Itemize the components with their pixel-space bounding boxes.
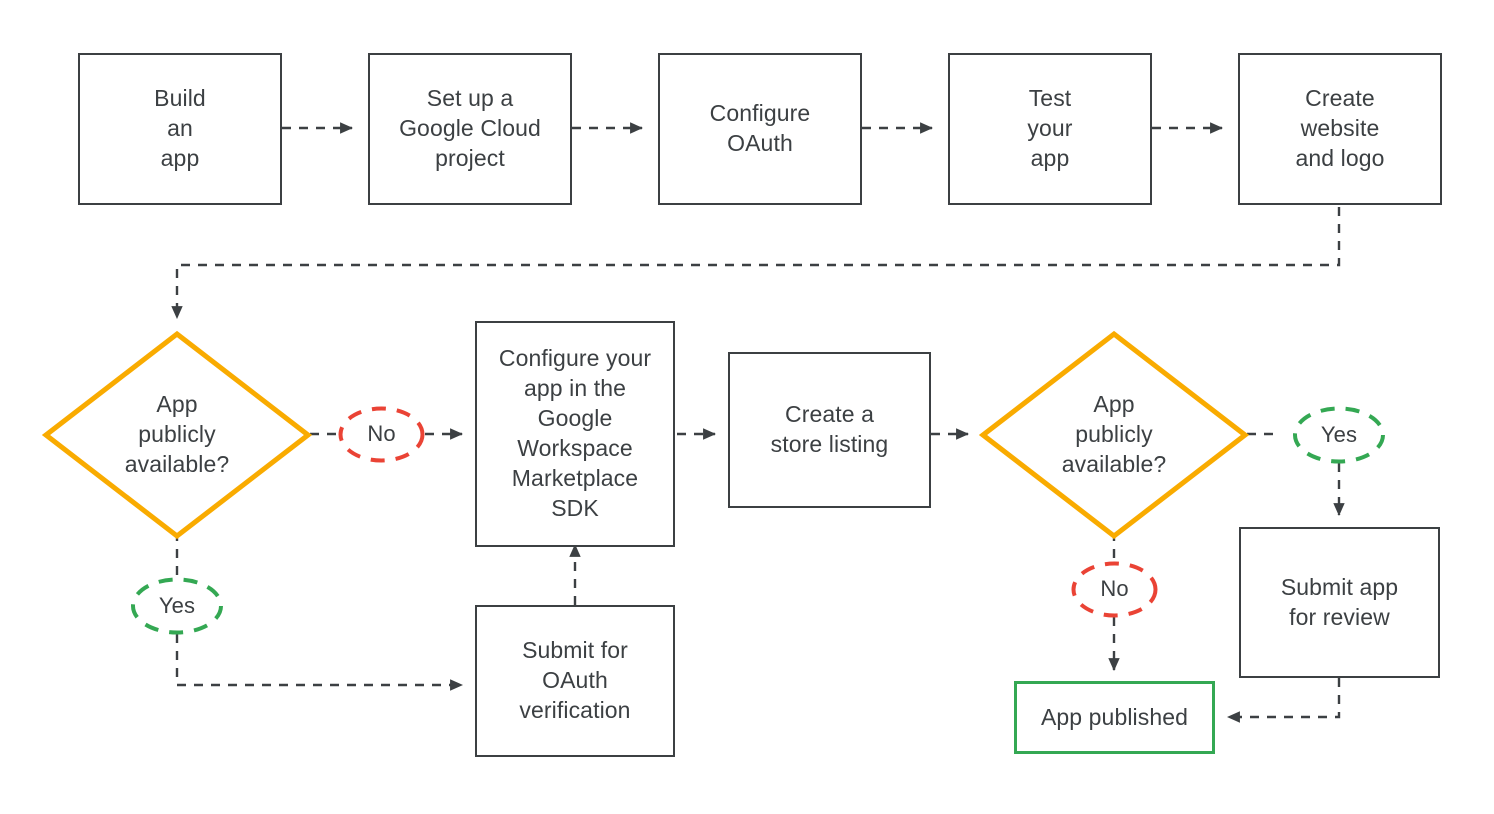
edge-label-no-1: No: [337, 405, 426, 464]
node-label: Create website and logo: [1295, 85, 1385, 171]
node-test-your-app[interactable]: Test your app: [948, 53, 1152, 205]
edge-label-text: Yes: [158, 592, 196, 618]
node-label: Create a store listing: [770, 401, 889, 457]
node-decision-app-publicly-available-1[interactable]: App publicly available?: [42, 330, 312, 540]
node-label: App publicly available?: [124, 391, 230, 477]
node-decision-app-publicly-available-2[interactable]: App publicly available?: [979, 330, 1249, 540]
node-label: Build an app: [154, 85, 206, 171]
edge-label-text: No: [367, 421, 396, 447]
node-label: Test your app: [1027, 85, 1073, 171]
edge-submit-review-to-app-published: [1226, 678, 1341, 723]
node-label: Configure your app in the Google Workspa…: [498, 345, 652, 521]
node-build-an-app[interactable]: Build an app: [78, 53, 282, 205]
node-submit-for-oauth-verification[interactable]: Submit for OAuth verification: [475, 605, 675, 757]
node-label: Submit app for review: [1280, 573, 1399, 630]
node-submit-app-for-review[interactable]: Submit app for review: [1239, 527, 1440, 678]
edge-label-text: Yes: [1320, 421, 1358, 447]
edge-yes-to-submit-oauth: [175, 634, 464, 691]
node-label: Submit for OAuth verification: [519, 637, 631, 723]
node-label: Configure OAuth: [709, 100, 811, 156]
edge-label-shape-yes-2: [1293, 406, 1385, 464]
node-label: Set up a Google Cloud project: [399, 85, 541, 171]
edge-label-no-2: No: [1070, 560, 1159, 619]
node-configure-app-marketplace-sdk[interactable]: Configure your app in the Google Workspa…: [475, 321, 675, 547]
edge-label-shape-yes-1: [131, 577, 223, 635]
node-configure-oauth[interactable]: Configure OAuth: [658, 53, 862, 205]
node-label: App published: [1040, 703, 1189, 730]
edge-label-yes-1: Yes: [130, 576, 224, 636]
node-create-a-store-listing[interactable]: Create a store listing: [728, 352, 931, 508]
edge-label-shape-no-2: [1071, 561, 1158, 618]
node-set-up-google-cloud-project[interactable]: Set up a Google Cloud project: [368, 53, 572, 205]
edge-label-text: No: [1100, 576, 1129, 602]
node-create-website-and-logo[interactable]: Create website and logo: [1238, 53, 1442, 205]
edge-website-to-decision1: [171, 207, 1341, 320]
edge-label-shape-no-1: [338, 406, 425, 463]
edge-label-yes-2: Yes: [1292, 405, 1386, 465]
node-label: App publicly available?: [1061, 391, 1167, 477]
node-app-published[interactable]: App published: [1014, 681, 1215, 754]
